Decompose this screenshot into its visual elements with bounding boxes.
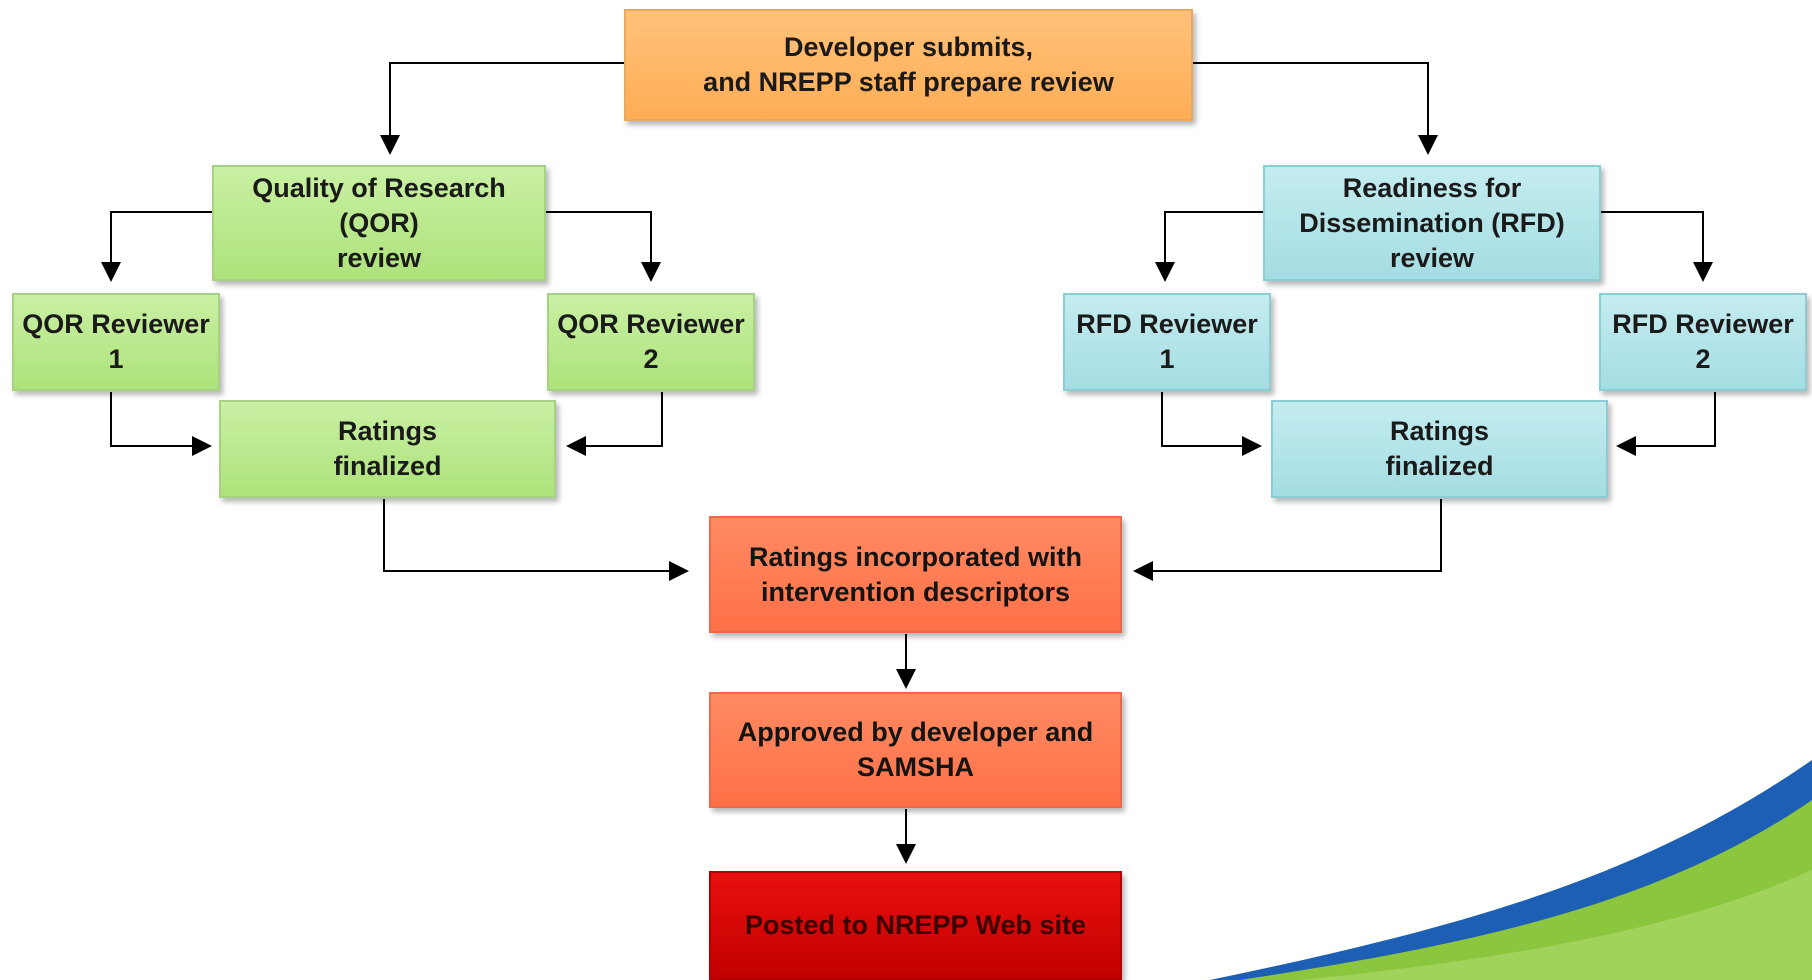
developer-submits-node: Developer submits, and NREPP staff prepa… — [624, 9, 1193, 121]
arrow-rfd-to-reviewer-1 — [1155, 211, 1263, 282]
qor-reviewer-2-node: QOR Reviewer 2 — [547, 293, 755, 391]
arrow-rfd-ratings-to-incorporated — [1133, 499, 1442, 581]
qor-review-node: Quality of Research (QOR) review — [212, 165, 546, 281]
arrow-qor-to-reviewer-1 — [101, 211, 212, 282]
ratings-incorporated-node: Ratings incorporated with intervention d… — [709, 516, 1122, 633]
arrow-qor-reviewer-1-to-ratings — [110, 392, 212, 456]
arrow-rfd-reviewer-1-to-ratings — [1161, 392, 1262, 456]
posted-node: Posted to NREPP Web site — [709, 871, 1122, 980]
arrow-developer-to-qor — [380, 62, 624, 155]
qor-ratings-finalized-node: Ratings finalized — [219, 400, 556, 498]
rfd-ratings-finalized-node: Ratings finalized — [1271, 400, 1608, 498]
arrow-developer-to-rfd — [1193, 62, 1438, 155]
arrow-qor-to-reviewer-2 — [546, 211, 661, 282]
arrow-rfd-reviewer-2-to-ratings — [1616, 392, 1716, 456]
swoosh-light-band — [1300, 870, 1812, 980]
arrow-qor-reviewer-2-to-ratings — [566, 392, 663, 456]
arrow-rfd-to-reviewer-2 — [1601, 211, 1713, 282]
arrow-qor-ratings-to-incorporated — [383, 499, 689, 581]
rfd-review-node: Readiness for Dissemination (RFD) review — [1263, 165, 1601, 281]
approved-node: Approved by developer and SAMSHA — [709, 692, 1122, 808]
rfd-reviewer-2-node: RFD Reviewer 2 — [1599, 293, 1807, 391]
rfd-reviewer-1-node: RFD Reviewer 1 — [1063, 293, 1271, 391]
qor-reviewer-1-node: QOR Reviewer 1 — [12, 293, 220, 391]
